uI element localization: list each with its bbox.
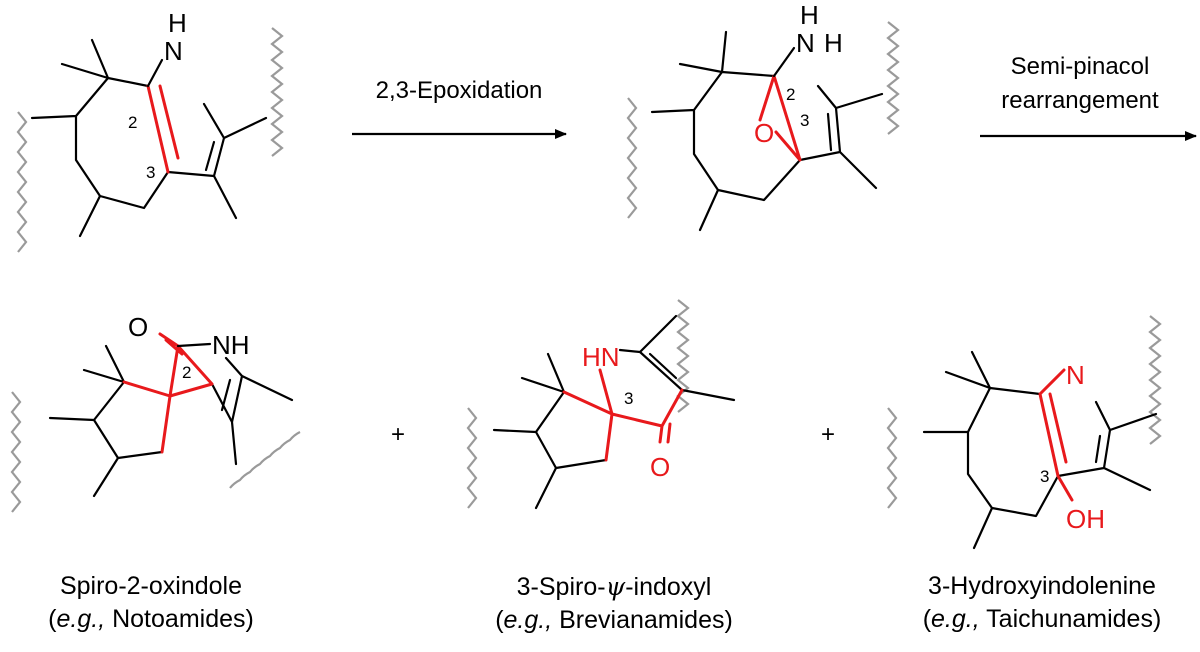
compound-name: Spiro-2-oxindole — [59, 572, 243, 600]
caption-spiro-oxindole: Spiro-2-oxindole (e.g., Notoamides) — [20, 570, 282, 636]
epoxide-oxygen: O — [754, 118, 774, 148]
arrow-label-line2: rearrangement — [1001, 87, 1159, 114]
double-bond-inner — [204, 140, 216, 172]
spiro-highlight-bonds — [562, 368, 684, 462]
wavy-bond — [1148, 315, 1162, 445]
caption-hydroxyindolenine: 3-Hydroxyindolenine (e.g., Taichunamides… — [886, 570, 1198, 636]
ketone-oxygen: O — [650, 452, 670, 482]
double-bond-inner — [1094, 434, 1102, 464]
atom-h: H — [168, 8, 187, 38]
ring-bonds — [48, 344, 294, 498]
spiro-highlight-bonds — [122, 332, 214, 454]
wavy-bond — [886, 407, 898, 509]
n-bond — [772, 46, 796, 78]
atom-hn: HN — [582, 342, 620, 372]
carbonyl-oxygen: O — [128, 312, 148, 342]
arrow-label-line1: Semi-pinacol — [1011, 53, 1150, 80]
ring-bonds — [30, 38, 268, 238]
atom-n: N — [1066, 360, 1085, 390]
semipinacol-arrow: Semi-pinacol rearrangement — [980, 53, 1197, 141]
position-2: 2 — [786, 85, 795, 104]
compound-example: (e.g., Taichunamides) — [922, 605, 1162, 633]
hydroxyindolenine-structure: N OH 3 — [886, 315, 1162, 550]
hn-bond — [618, 348, 642, 354]
atom-nh: N — [164, 36, 183, 66]
position-3: 3 — [146, 163, 155, 182]
spiro-2-oxindole-structure: O NH 2 — [10, 312, 301, 513]
wavy-bond — [626, 97, 638, 219]
position-3: 3 — [1040, 467, 1049, 486]
nh-bond — [176, 342, 212, 348]
n-bond — [146, 58, 164, 88]
ring-bonds — [650, 30, 884, 232]
compound-example: (e.g., Notoamides) — [48, 605, 254, 633]
epoxidation-arrow: 2,3-Epoxidation — [352, 77, 567, 139]
indolenine-highlight-bonds — [1038, 368, 1074, 502]
wavy-bond — [270, 27, 284, 157]
compound-example: (e.g., Brevianamides) — [495, 606, 733, 634]
wavy-bond — [10, 391, 22, 513]
wavy-bond — [886, 21, 900, 135]
ring-bonds — [922, 350, 1158, 550]
double-bond-inner — [220, 378, 232, 412]
position-2: 2 — [182, 363, 191, 382]
atom-n: N — [796, 28, 815, 58]
plus-sign-2: + — [821, 421, 835, 448]
ring-bonds — [492, 314, 736, 510]
double-bond-inner — [648, 352, 678, 380]
c2-c3-double-bond — [146, 84, 180, 174]
wavy-bond — [466, 407, 478, 509]
plus-sign-1: + — [391, 421, 405, 448]
arrow-label-epoxidation: 2,3-Epoxidation — [376, 77, 543, 104]
caption-spiro-indoxyl: 3-Spiro-ψ-indoxyl (e.g., Brevianamides) — [458, 570, 770, 637]
epoxide-bonds — [758, 74, 802, 162]
position-2: 2 — [128, 113, 137, 132]
double-bond-inner — [826, 112, 833, 152]
epoxide-intermediate: N H H O 2 3 — [626, 0, 900, 232]
atom-nh: NH — [212, 330, 250, 360]
position-3: 3 — [624, 389, 633, 408]
hydroxyl-group: OH — [1066, 504, 1105, 534]
wavy-bond — [229, 431, 301, 489]
indole-starting-material: N H 2 3 — [16, 8, 284, 253]
position-3: 3 — [800, 111, 809, 130]
compound-name: 3-Hydroxyindolenine — [928, 572, 1156, 600]
atom-h: H — [800, 0, 819, 30]
spiro-psi-indoxyl-structure: HN O 3 — [466, 299, 736, 510]
compound-name: 3-Spiro-ψ-indoxyl — [516, 572, 712, 601]
wavy-bond — [16, 111, 28, 253]
atom-h-of-nh: H — [824, 28, 843, 58]
